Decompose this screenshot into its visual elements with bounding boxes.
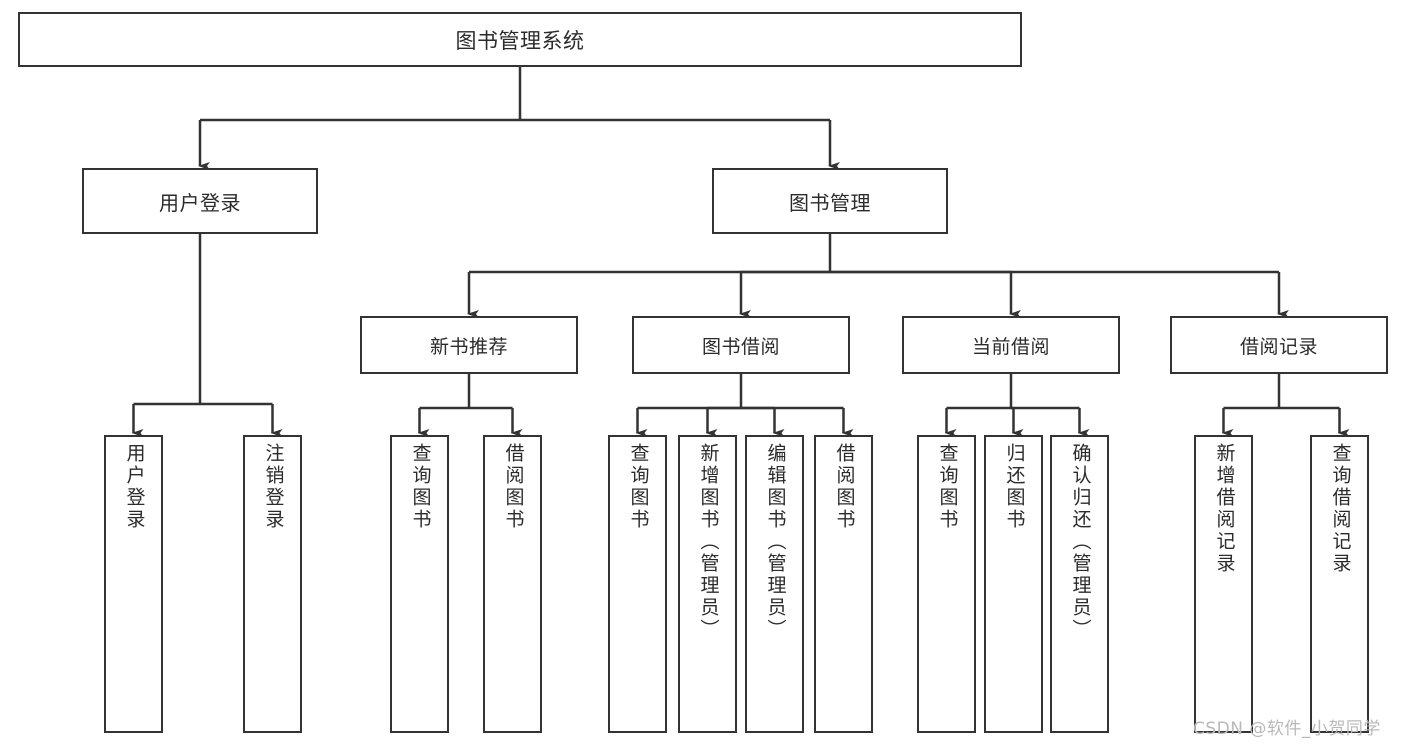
node-current-borrow: 当前借阅 xyxy=(902,316,1120,374)
node-leaf-return-book: 归还图书 xyxy=(984,435,1043,733)
node-label: 查询借阅记录 xyxy=(1329,443,1352,575)
node-user-login: 用户登录 xyxy=(82,168,318,234)
node-label: 编辑图书（管理员） xyxy=(764,443,787,641)
node-book-manage: 图书管理 xyxy=(712,168,948,234)
node-leaf-query-book-1: 查询图书 xyxy=(390,435,449,733)
edge-layer xyxy=(131,67,1350,437)
node-borrow-record: 借阅记录 xyxy=(1170,316,1388,374)
node-label: 注销登录 xyxy=(262,443,285,531)
node-label: 图书借阅 xyxy=(701,335,780,358)
node-label: 新增图书（管理员） xyxy=(697,443,720,641)
node-leaf-borrow-book-1: 借阅图书 xyxy=(483,435,542,733)
node-leaf-edit-book: 编辑图书（管理员） xyxy=(745,435,804,733)
node-label: 新书推荐 xyxy=(429,335,508,358)
watermark-text: CSDN @软件_小贺同学 xyxy=(1193,719,1381,739)
node-label: 图书管理 xyxy=(789,190,871,215)
node-leaf-user-login: 用户登录 xyxy=(104,435,163,733)
node-leaf-query-book-3: 查询图书 xyxy=(917,435,976,733)
node-label: 借阅图书 xyxy=(833,443,856,531)
node-label: 用户登录 xyxy=(159,190,241,215)
node-leaf-add-book: 新增图书（管理员） xyxy=(678,435,737,733)
node-label: 新增借阅记录 xyxy=(1213,443,1236,575)
node-leaf-user-logout: 注销登录 xyxy=(243,435,302,733)
node-new-book-recommend: 新书推荐 xyxy=(360,316,578,374)
node-leaf-confirm-return: 确认归还（管理员） xyxy=(1050,435,1109,733)
node-label: 确认归还（管理员） xyxy=(1069,443,1092,641)
node-book-borrow: 图书借阅 xyxy=(632,316,850,374)
node-leaf-query-book-2: 查询图书 xyxy=(608,435,667,733)
node-leaf-borrow-book-2: 借阅图书 xyxy=(814,435,873,733)
node-leaf-add-borrow-record: 新增借阅记录 xyxy=(1194,435,1253,733)
node-label: 图书管理系统 xyxy=(455,28,585,53)
node-label: 查询图书 xyxy=(936,443,959,531)
node-label: 归还图书 xyxy=(1003,443,1026,531)
node-label: 查询图书 xyxy=(627,443,650,531)
node-label: 借阅图书 xyxy=(502,443,525,531)
node-root: 图书管理系统 xyxy=(18,12,1022,67)
node-leaf-query-borrow-record: 查询借阅记录 xyxy=(1310,435,1369,733)
node-label: 借阅记录 xyxy=(1239,335,1318,358)
node-label: 查询图书 xyxy=(409,443,432,531)
node-label: 用户登录 xyxy=(123,443,146,531)
node-label: 当前借阅 xyxy=(971,335,1050,358)
